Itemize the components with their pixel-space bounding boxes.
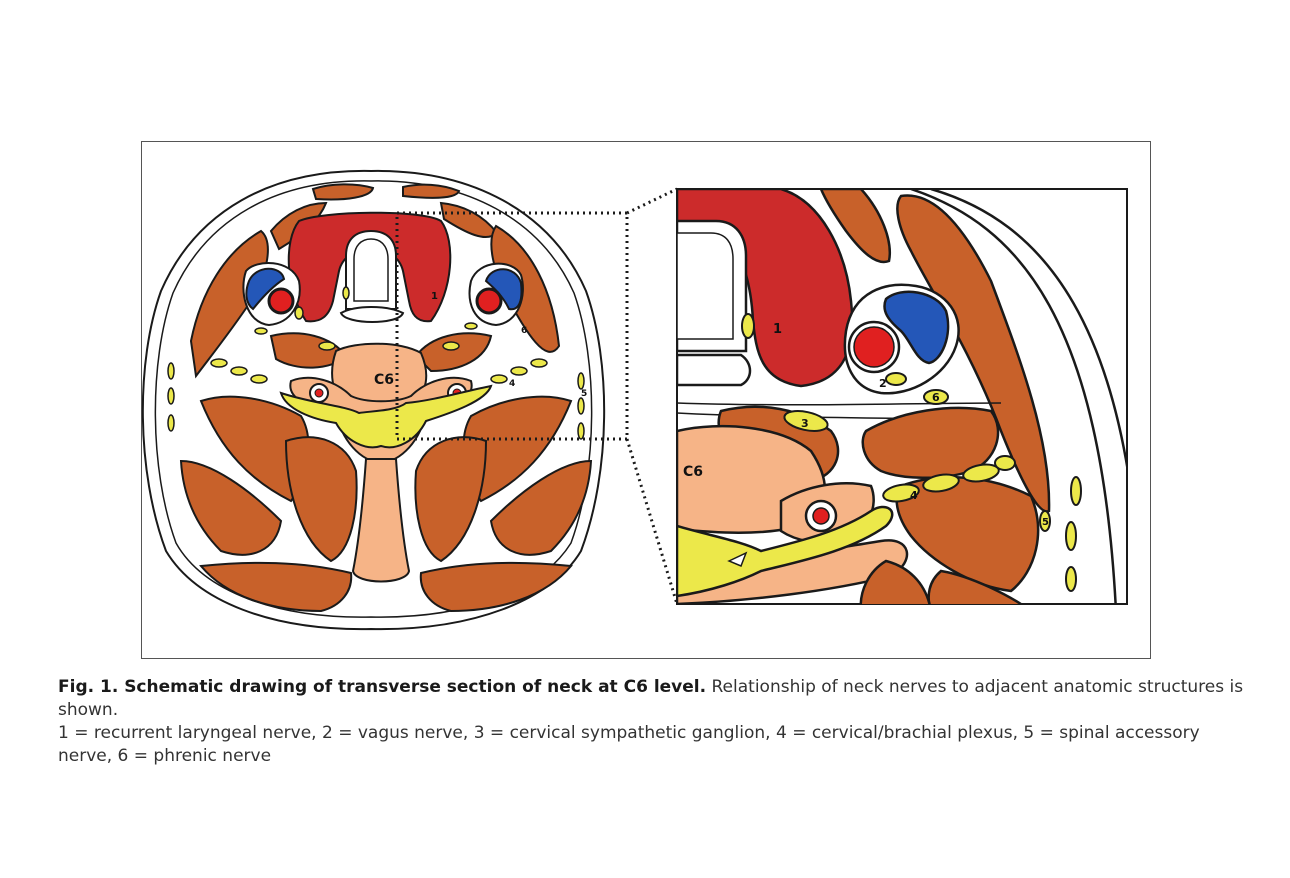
inset-muscle-scm [896, 194, 1051, 513]
label-6-inset: 6 [932, 391, 940, 404]
neck-magnified-inset [676, 188, 1128, 605]
figure-caption: Fig. 1. Schematic drawing of transverse … [58, 676, 1248, 768]
thyroid-gland [287, 211, 452, 323]
muscle-back-right-3 [414, 436, 488, 563]
trachea-inner [353, 238, 389, 302]
label-c6-inset: C6 [683, 464, 703, 480]
label-4-overview: 4 [509, 379, 515, 389]
inset-nerve-6 [923, 389, 949, 405]
inset-cord-notch [727, 551, 748, 567]
inset-nerve-1 [741, 313, 755, 339]
inset-vertebral-artery-lumen [812, 507, 830, 525]
label-3-inset: 3 [801, 417, 809, 430]
inset-fascia [910, 189, 1117, 604]
inset-muscle-deep-2 [927, 569, 1024, 604]
carotid-artery-left [267, 287, 295, 315]
inset-nerve-3 [783, 410, 829, 432]
label-6-overview: 6 [521, 326, 527, 336]
zoom-connector-top [626, 187, 678, 215]
vertebral-artery-left-lumen [314, 388, 324, 398]
muscle-scm-right [490, 224, 561, 353]
nerve-dots-right [318, 286, 585, 440]
inset-nerve-ovals [741, 313, 1082, 592]
inset-carotid-artery-lumen [853, 326, 895, 368]
muscle-longus-right [414, 332, 493, 373]
muscle-back-right-4 [419, 561, 573, 613]
label-1-overview: 1 [431, 291, 438, 302]
label-2-inset: 2 [879, 377, 887, 390]
neck-overview-structures [141, 169, 606, 631]
zoom-connector-bottom [625, 438, 679, 605]
esophagus [339, 306, 405, 323]
inset-muscle-strap [819, 189, 891, 264]
carotid-artery-right [475, 287, 503, 315]
neck-cross-section-figure: C6 1 4 5 6 [141, 169, 1128, 631]
muscle-back-left-3 [284, 436, 358, 563]
caption-text: Relationship of neck nerves to adjacent … [58, 677, 1244, 720]
inset-jugular-vein [883, 290, 950, 365]
muscle-back-left-2 [179, 459, 283, 556]
caption-legend: 1 = recurrent laryngeal nerve, 2 = vagus… [58, 723, 1200, 766]
inset-fascia-line-1 [677, 402, 1002, 406]
muscle-scm-left [189, 229, 269, 379]
spinal-cord [279, 384, 493, 449]
spinous-process [351, 458, 411, 583]
inset-muscle-deep-3 [859, 559, 931, 604]
muscle-strap-left [311, 183, 375, 201]
nerve-dots-left [167, 306, 304, 432]
inset-spinal-cord [677, 505, 894, 598]
inset-plexus-nerves [882, 455, 1016, 503]
caption-title: Fig. 1. Schematic drawing of transverse … [58, 677, 707, 697]
inset-nerve-5 [1039, 510, 1051, 532]
muscle-back-left-4 [199, 561, 353, 613]
label-4-inset: 4 [910, 489, 918, 502]
inset-skin [930, 189, 1127, 474]
zoom-selection-box [395, 211, 629, 441]
inset-trachea-inner [677, 232, 734, 340]
label-5-overview: 5 [581, 389, 587, 399]
label-c6-overview: C6 [374, 372, 394, 388]
jugular-vein-left [245, 267, 286, 311]
inset-nerve-2 [885, 372, 907, 386]
muscle-back-right-2 [489, 459, 593, 556]
label-1-inset: 1 [773, 322, 782, 337]
muscle-strap-right [402, 183, 461, 199]
zoom-indicator [395, 187, 679, 605]
inset-esophagus [677, 353, 752, 387]
label-5-inset: 5 [1042, 517, 1049, 528]
